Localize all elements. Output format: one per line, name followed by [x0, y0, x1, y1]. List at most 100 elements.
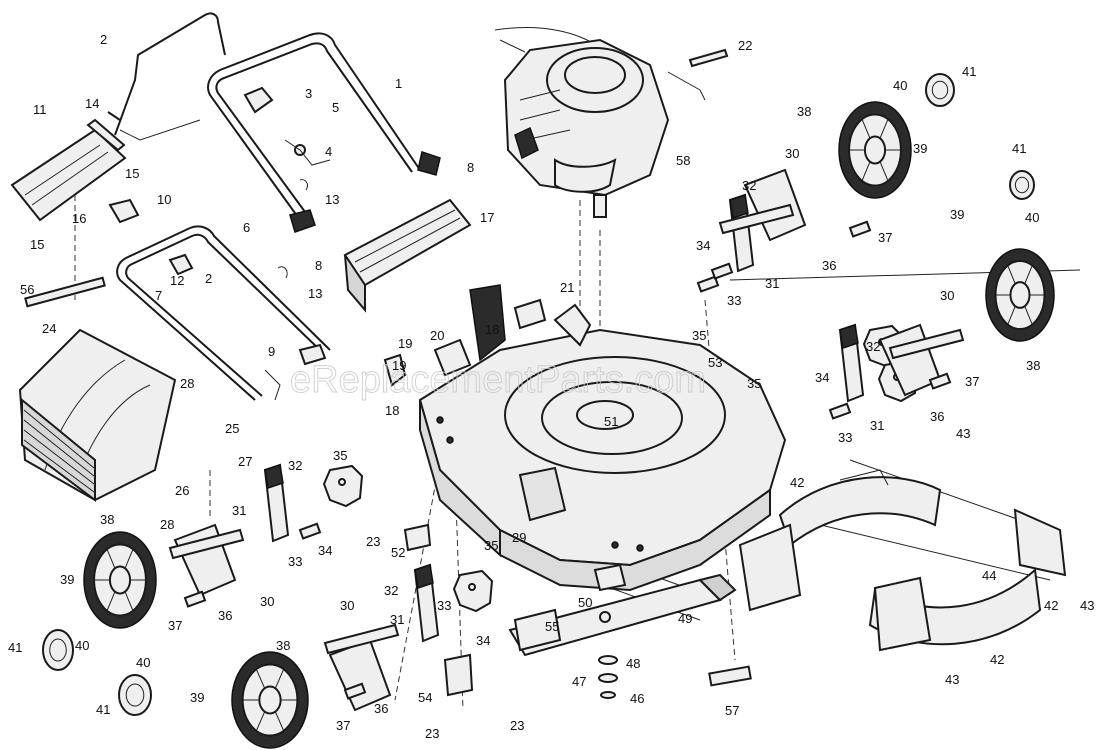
part-label-25: 25 [225, 421, 239, 436]
part-label-36b: 36 [930, 409, 944, 424]
part-label-37b: 37 [965, 374, 979, 389]
bolt [928, 372, 952, 390]
part-label-28b: 28 [160, 517, 174, 532]
axle-bracket [168, 523, 245, 597]
watermark: eReplacementParts.com [290, 359, 706, 401]
part-label-11: 11 [33, 102, 47, 117]
part-label-48: 48 [626, 656, 640, 671]
throttle-cable [667, 71, 706, 101]
part-label-33d: 33 [437, 598, 451, 613]
part-label-37c: 37 [168, 618, 182, 633]
part-label-41a: 41 [962, 64, 976, 79]
bracket-20 [433, 338, 472, 377]
engine [499, 38, 670, 218]
part-label-9: 9 [268, 344, 275, 359]
part-label-42a: 42 [790, 475, 804, 490]
bolt [710, 262, 734, 280]
part-label-33c: 33 [288, 554, 302, 569]
part-label-43b: 43 [1080, 598, 1094, 613]
part-label-35b: 35 [747, 376, 761, 391]
part-label-35d: 35 [484, 538, 498, 553]
part-label-51: 51 [604, 414, 618, 429]
wheels [83, 101, 1055, 749]
part-label-39b: 39 [950, 207, 964, 222]
part-label-43c: 43 [945, 672, 959, 687]
bracket-21 [553, 303, 592, 347]
part-label-27: 27 [238, 454, 252, 469]
blade-bolt-stack [598, 655, 618, 699]
part-label-38d: 38 [276, 638, 290, 653]
part-label-22: 22 [738, 38, 752, 53]
hubcaps [42, 73, 1035, 716]
wheel [83, 531, 157, 629]
part-label-23c: 23 [425, 726, 439, 741]
part-label-18b: 18 [385, 403, 399, 418]
part-label-30c: 30 [260, 594, 274, 609]
part-label-31c: 31 [232, 503, 246, 518]
part-label-46: 46 [630, 691, 644, 706]
part-label-20: 20 [430, 328, 444, 343]
part-label-41d: 41 [96, 702, 110, 717]
bolt [183, 590, 207, 608]
part-label-32a: 32 [742, 178, 756, 193]
part-label-4: 4 [325, 144, 332, 159]
part-label-40b: 40 [1025, 210, 1039, 225]
part-label-13a: 13 [325, 192, 339, 207]
height-adjuster [263, 463, 364, 543]
handle-hardware [108, 86, 441, 401]
wheel [985, 248, 1055, 342]
svg-text:MODEL & SERIAL: MODEL & SERIAL [442, 264, 485, 270]
hubcap [42, 629, 74, 671]
bolt [828, 402, 852, 420]
part-label-40a: 40 [893, 78, 907, 93]
part-label-21: 21 [560, 280, 574, 295]
hubcap [925, 73, 955, 107]
part-label-2a: 2 [100, 32, 107, 47]
part-label-47: 47 [572, 674, 586, 689]
wheel [231, 651, 309, 749]
side-baffle [738, 469, 1067, 652]
part-label-36a: 36 [822, 258, 836, 273]
part-label-40c: 40 [75, 638, 89, 653]
part-label-38c: 38 [100, 512, 114, 527]
part-label-49: 49 [678, 611, 692, 626]
part-label-54: 54 [418, 690, 432, 705]
height-adjusters [168, 168, 965, 712]
serial-tag: MODEL & SERIAL MODEL & SERIAL NUMBERS HE… [442, 264, 547, 362]
part-label-7: 7 [155, 288, 162, 303]
part-label-18a: 18 [485, 322, 499, 337]
part-label-19a: 19 [398, 336, 412, 351]
part-label-8a: 8 [467, 160, 474, 175]
part-label-30d: 30 [340, 598, 354, 613]
bolt-22 [688, 48, 729, 68]
part-label-30b: 30 [940, 288, 954, 303]
part-label-31d: 31 [390, 612, 404, 627]
part-label-12: 12 [170, 273, 184, 288]
part-label-31a: 31 [765, 276, 779, 291]
part-label-10: 10 [157, 192, 171, 207]
bolt [343, 682, 367, 700]
part-label-35c: 35 [333, 448, 347, 463]
part-label-34c: 34 [318, 543, 332, 558]
part-label-42b: 42 [1044, 598, 1058, 613]
blade-adapter-50 [593, 563, 627, 592]
height-adjuster [413, 563, 494, 643]
axle-bracket [718, 168, 807, 242]
upper-handle [207, 32, 421, 221]
part-label-41b: 41 [1012, 141, 1026, 156]
part-label-53: 53 [708, 355, 722, 370]
wheel [838, 101, 912, 199]
part-label-38a: 38 [797, 104, 811, 119]
part-label-31b: 31 [870, 418, 884, 433]
part-label-23a: 23 [366, 534, 380, 549]
part-label-15a: 15 [125, 166, 139, 181]
part-label-26: 26 [175, 483, 189, 498]
part-label-38b: 38 [1026, 358, 1040, 373]
rear-baffle [343, 198, 472, 313]
part-label-14: 14 [85, 96, 99, 111]
serial-tag-text: MODEL & SERIAL NUMBERS HERE [442, 272, 527, 278]
part-label-15b: 15 [30, 237, 44, 252]
part-label-58: 58 [676, 153, 690, 168]
part-label-37d: 37 [336, 718, 350, 733]
